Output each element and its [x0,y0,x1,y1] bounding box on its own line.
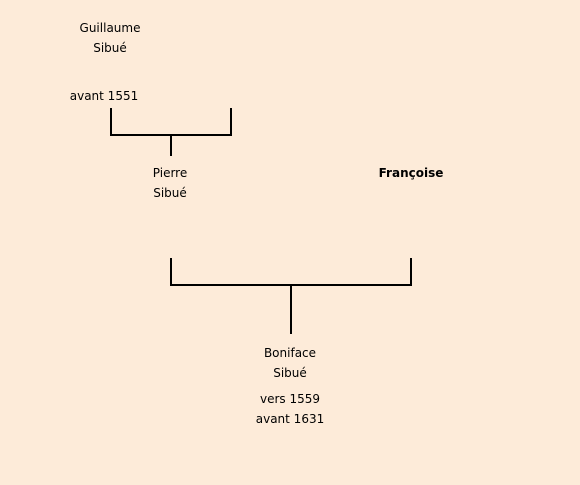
couple-connector-right-vertical [410,258,412,286]
connector-child-vertical [170,134,172,156]
person-name: Pierre Sibué [152,166,188,200]
person-name: Françoise [378,166,444,180]
connector-right-vertical [230,108,232,136]
person-pierre-sibue[interactable]: Pierre Sibué [120,163,220,203]
couple-connector-child-vertical [290,284,292,334]
person-dates: vers 1559 avant 1631 [255,392,325,426]
person-name: Guillaume Sibué [79,21,141,55]
person-guillaume-sibue[interactable]: Guillaume Sibué avant 1551 [60,18,160,106]
person-dates: avant 1551 [69,89,139,103]
person-boniface-sibue[interactable]: Boniface Sibué vers 1559 avant 1631 [240,343,340,429]
person-name: Boniface Sibué [263,346,317,380]
couple-connector-left-vertical [170,258,172,286]
person-francoise[interactable]: Françoise [361,163,461,183]
connector-left-vertical [110,108,112,136]
